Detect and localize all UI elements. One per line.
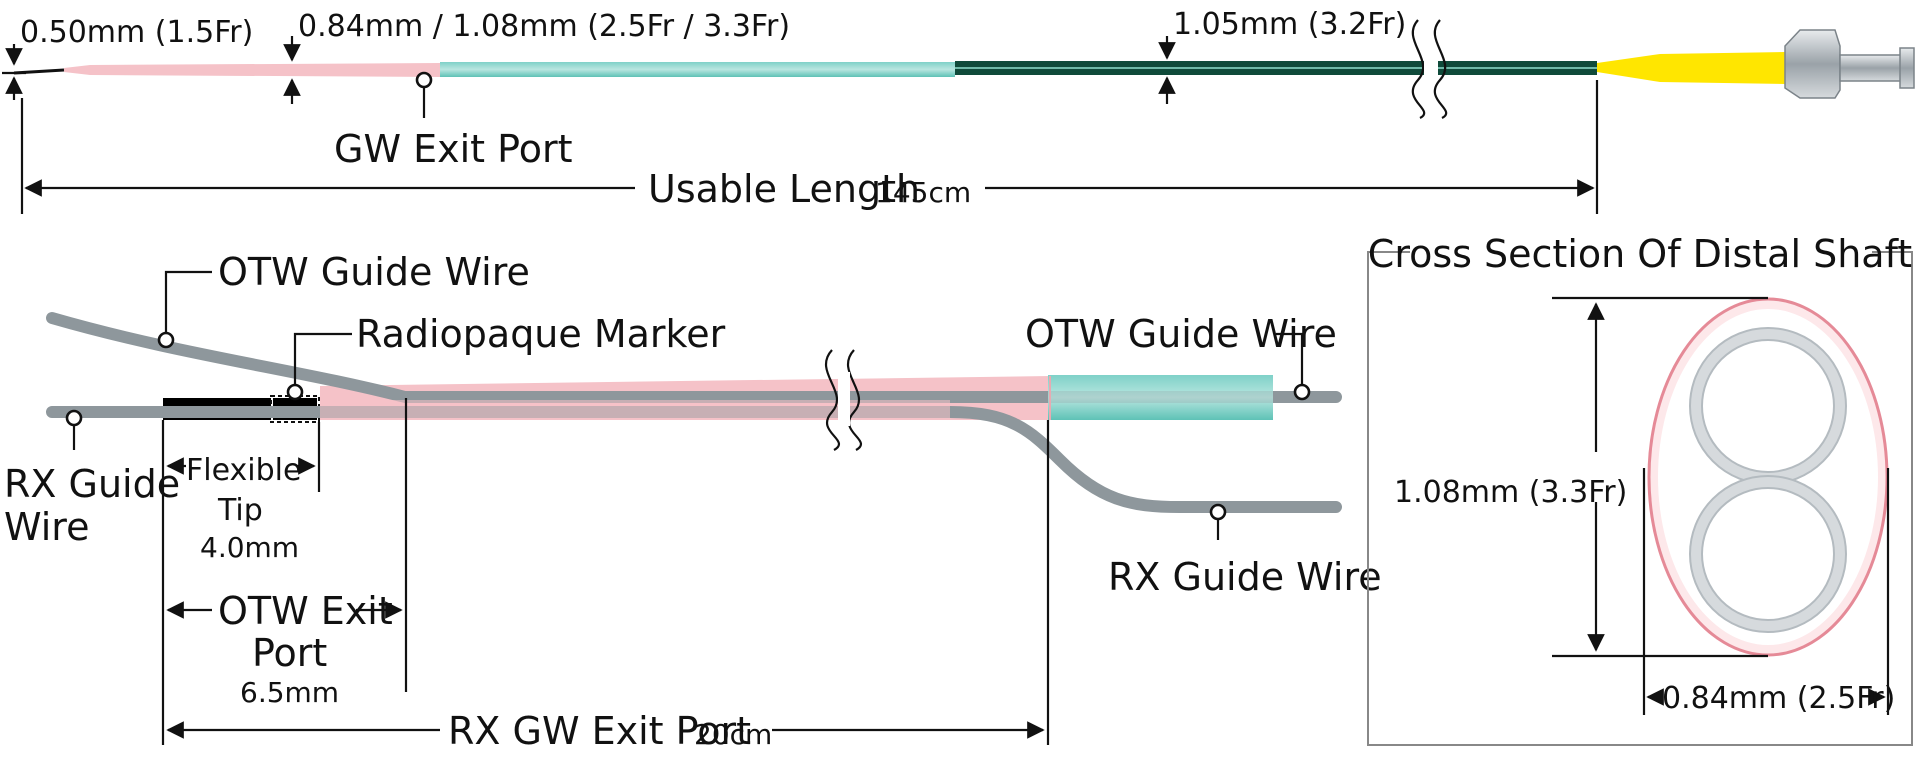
otw-exit-port-label-1: OTW Exit: [218, 589, 393, 633]
rx-guide-wire: [46, 406, 1342, 513]
pink-distal-segment: [64, 63, 440, 77]
cross-section-title: Cross Section Of Distal Shaft: [1368, 232, 1912, 276]
otw-guide-wire: [46, 312, 1342, 403]
flexible-tip-value: 4.0mm: [200, 531, 299, 564]
distal-detail-view: OTW Guide Wire Radiopaque Marker OTW Gui…: [4, 250, 1382, 753]
cross-section-width-label: 0.84mm (2.5Fr): [1662, 681, 1895, 716]
rx-guide-wire-right-label: RX Guide Wire: [1108, 555, 1382, 599]
teal-shaft-segment: [440, 62, 955, 77]
tip-dimension-label: 0.50mm (1.5Fr): [20, 15, 253, 50]
gw-exit-port-label: GW Exit Port: [334, 127, 572, 171]
distal-dimension-label: 0.84mm / 1.08mm (2.5Fr / 3.3Fr): [298, 9, 790, 44]
usable-length-label: Usable Length: [648, 167, 920, 211]
rx-gw-exit-port-label: RX GW Exit Port: [448, 709, 751, 753]
flexible-tip-label-2: Tip: [217, 493, 263, 528]
flexible-tip-label-1: Flexible: [186, 453, 301, 488]
otw-guide-wire-top-label: OTW Guide Wire: [218, 250, 530, 294]
cross-section-panel: Cross Section Of Distal Shaft 1.08mm (3.…: [1367, 232, 1913, 746]
otw-exit-port-value: 6.5mm: [240, 676, 339, 709]
catheter-full-view: 0.50mm (1.5Fr) 0.84mm / 1.08mm (2.5Fr / …: [2, 7, 1915, 214]
rx-guide-wire-left-label-2: Wire: [4, 505, 89, 549]
usable-length-value: 145cm: [875, 176, 971, 209]
radiopaque-marker-label: Radiopaque Marker: [356, 312, 726, 356]
luer-hub: [1784, 29, 1915, 99]
rx-gw-exit-port-value: 20cm: [694, 718, 772, 751]
rx-guide-wire-left-label-1: RX Guide: [4, 462, 180, 506]
otw-exit-port-label-2: Port: [252, 631, 327, 675]
break-symbol: [1411, 19, 1426, 119]
gw-exit-port-marker: [415, 71, 433, 89]
shaft-dimension-label: 1.05mm (3.2Fr): [1173, 7, 1406, 42]
cross-section-height-label: 1.08mm (3.3Fr): [1394, 475, 1627, 510]
cross-section-frame: [1367, 251, 1913, 746]
strain-relief: [1597, 52, 1785, 84]
otw-guide-wire-right-label: OTW Guide Wire: [1025, 312, 1337, 356]
